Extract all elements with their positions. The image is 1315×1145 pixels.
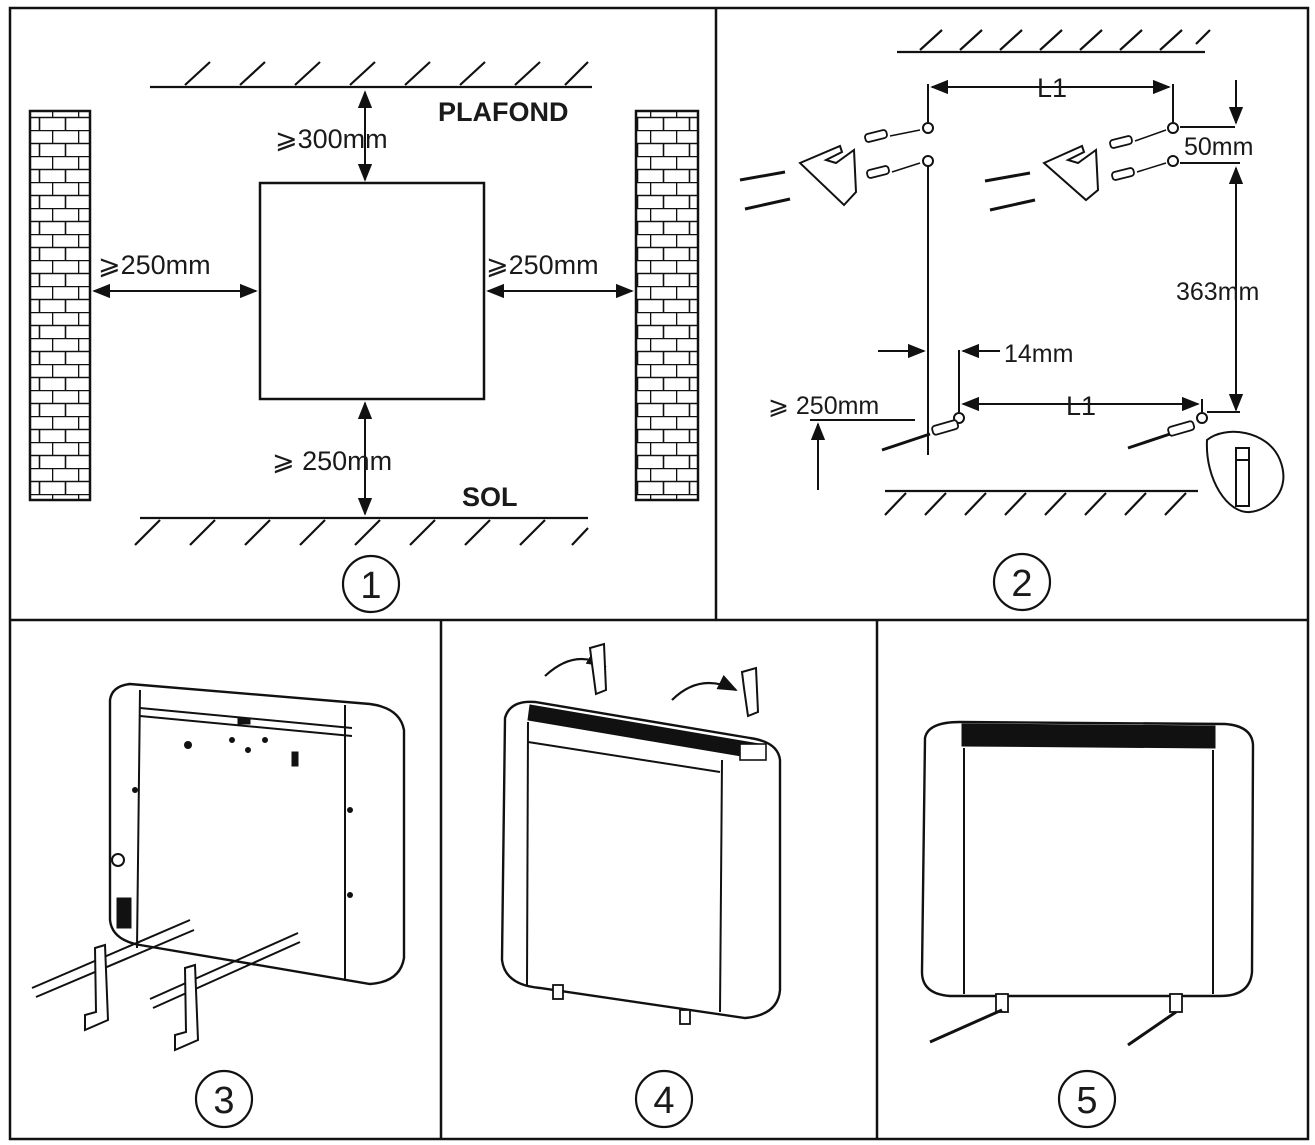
step-1-circle: [341, 554, 401, 614]
top-spacing-label: L1: [1037, 73, 1067, 103]
panel-1-clearances: PLAFOND SOL ⩾300mm ⩾250mm ⩾250mm ⩾ 250mm…: [28, 61, 700, 614]
floor-hatch: [134, 516, 589, 546]
step-4-circle: [634, 1069, 694, 1129]
ceiling-hatch: [150, 61, 592, 89]
wall-brackets: [798, 144, 1100, 207]
left-brick-wall: [28, 109, 92, 502]
ceiling-hatch-2: [897, 29, 1211, 54]
bracket-height-label: 363mm: [1176, 278, 1259, 306]
step-4-number: 4: [653, 1080, 674, 1122]
floor-label: SOL: [462, 482, 518, 512]
wall-plugs: [864, 129, 1196, 437]
heater-back-view: [108, 682, 406, 986]
ceiling-label: PLAFOND: [438, 97, 569, 127]
vertical-offset-label: 50mm: [1184, 133, 1253, 161]
panel-frames: [8, 6, 1310, 1141]
screws: [739, 170, 1171, 452]
step-5-number: 5: [1076, 1080, 1097, 1122]
floor-hatch-2: [884, 489, 1198, 516]
floor-clearance-label: ⩾ 250mm: [768, 392, 879, 420]
dimension-arrows: [810, 79, 1244, 490]
heater-outline: [258, 181, 486, 401]
left-clearance-label: ⩾250mm: [98, 250, 211, 280]
step-5-circle: [1057, 1069, 1117, 1129]
step-3-circle: [194, 1069, 254, 1129]
bottom-clearance-label: ⩾ 250mm: [272, 446, 392, 476]
step-3-number: 3: [213, 1080, 234, 1122]
panel-4-hang-heater: 4: [500, 642, 782, 1129]
right-brick-wall: [634, 109, 700, 502]
panel-5-secure-heater: 5: [920, 720, 1255, 1129]
heater-front-view-5: [920, 720, 1255, 998]
right-clearance-label: ⩾250mm: [486, 250, 599, 280]
brackets-3: [84, 943, 200, 1052]
step-2-circle: [992, 552, 1052, 612]
panel-2-bracket-layout: L1 L1 50mm 363mm 14mm ⩾ 250mm 2: [739, 29, 1285, 612]
panel-3-attach-brackets: 3: [31, 682, 406, 1129]
bottom-spacing-label: L1: [1066, 391, 1096, 421]
top-clearance-label: ⩾300mm: [275, 124, 388, 154]
screw-holes: [922, 122, 1208, 424]
side-offset-label: 14mm: [1004, 340, 1073, 368]
heater-front-view-4: [500, 700, 782, 1020]
step-2-number: 2: [1011, 563, 1032, 605]
clearance-arrows: [92, 90, 634, 516]
step-1-number: 1: [360, 565, 381, 607]
